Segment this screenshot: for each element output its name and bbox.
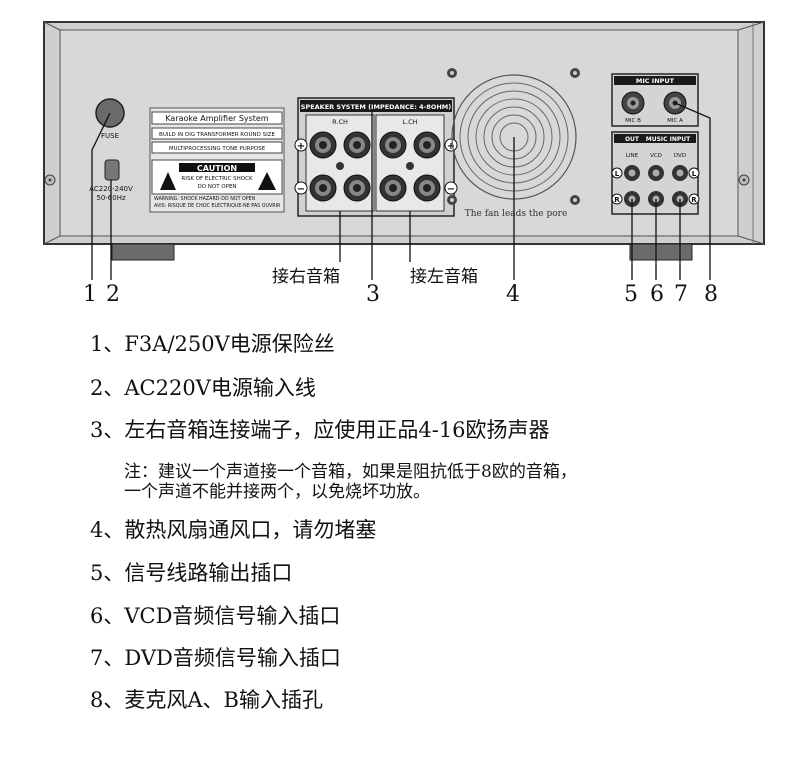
mic-a-label: MIC A	[667, 118, 683, 124]
info-plate-line-2: MULTIPROCESSING TONE PURPOSE	[169, 146, 266, 152]
callout-2: 2	[106, 282, 120, 307]
shock-warning-icon	[160, 172, 176, 190]
info-plate-title: Karaoke Amplifier System	[165, 114, 269, 123]
speaker-system-title: SPEAKER SYSTEM (IMPEDANCE: 4-8OHM)	[301, 103, 452, 111]
minus-mark-left: −	[297, 184, 305, 195]
note-line-2: 一个声道不能并接两个，以免烧坏功放。	[124, 482, 430, 502]
callout-4: 4	[506, 282, 520, 307]
exclamation-warning-icon	[258, 172, 276, 190]
line-label: LINE	[626, 153, 639, 159]
plus-mark-right: +	[447, 141, 455, 152]
callout-7: 7	[674, 282, 688, 307]
callout-1: 1	[83, 282, 97, 307]
l-mark-right: L	[692, 170, 697, 178]
legend-item-7: 7、DVD音频信号输入插口	[90, 646, 341, 670]
left-speaker-caption: 接左音箱	[410, 267, 478, 287]
speaker-rch-label: R.CH	[332, 118, 348, 126]
l-mark-left: L	[615, 170, 620, 178]
amplifier-rear-panel-diagram: FUSE AC220-240V 50-60Hz Karaoke Amplifie…	[43, 21, 765, 307]
music-input-label: MUSIC INPUT	[646, 136, 691, 143]
dvd-label: DVD	[674, 153, 686, 159]
out-label: OUT	[625, 136, 640, 143]
minus-mark-right: −	[447, 184, 455, 195]
info-plate: Karaoke Amplifier System BUILD IN DIG TR…	[149, 107, 285, 213]
right-speaker-caption: 接右音箱	[272, 267, 340, 287]
callout-8: 8	[704, 282, 718, 307]
foot-left	[111, 243, 175, 261]
vcd-label: VCD	[650, 153, 662, 159]
caution-line-1: RISK OF ELECTRIC SHOCK	[181, 176, 253, 182]
caution-line-2: DO NOT OPEN	[197, 184, 236, 190]
power-cord-grommet	[104, 159, 120, 181]
callout-6: 6	[650, 282, 664, 307]
legend-item-6: 6、VCD音频信号输入插口	[90, 604, 341, 628]
r-mark-left: R	[614, 196, 620, 204]
fuse-label: FUSE	[101, 132, 119, 140]
mic-input-title: MIC INPUT	[636, 77, 675, 85]
callout-leaders	[91, 102, 711, 280]
speaker-lch-label: L.CH	[402, 118, 417, 126]
mic-b-label: MIC B	[625, 118, 641, 124]
foot-right	[629, 243, 693, 261]
mic-input-block: MIC INPUT MIC B MIC A	[611, 73, 699, 127]
r-mark-right: R	[691, 196, 697, 204]
warning-line-2: AVIS: RISQUE DE CHOC ELECTRIQUE-NE PAS O…	[154, 203, 281, 209]
fan-grille: The fan leads the pore	[447, 68, 580, 219]
impedance-note: 注：建议一个声道接一个音箱，如果是阻抗低于8欧的音箱， 一个声道不能并接两个，以…	[124, 462, 764, 502]
speaker-binding-posts	[309, 131, 441, 202]
legend-item-4: 4、散热风扇通风口，请勿堵塞	[90, 518, 377, 542]
speaker-terminal-block: SPEAKER SYSTEM (IMPEDANCE: 4-8OHM) R.CH …	[294, 97, 458, 217]
legend-item-5: 5、信号线路输出插口	[90, 561, 293, 585]
caution-title: CAUTION	[197, 164, 237, 173]
note-line-1: 注：建议一个声道接一个音箱，如果是阻抗低于8欧的音箱，	[124, 462, 577, 482]
legend-item-3: 3、左右音箱连接端子，应使用正品4-16欧扬声器	[90, 418, 550, 442]
legend-item-2: 2、AC220V电源输入线	[90, 376, 316, 400]
info-plate-line-1: BUILD IN DIG TRANSFORMER ROUND SIZE	[159, 132, 275, 138]
callout-5: 5	[624, 282, 638, 307]
plus-mark-left: +	[297, 141, 305, 152]
warning-line-1: WARNING: SHOCK HAZARD-DO NOT OPEN	[154, 196, 256, 202]
fan-caption: The fan leads the pore	[465, 209, 568, 219]
music-input-block: OUT MUSIC INPUT LINE VCD DVD L R L R	[611, 131, 700, 215]
legend-item-8: 8、麦克风A、B输入插孔	[90, 688, 323, 712]
legend-item-1: 1、F3A/250V电源保险丝	[90, 332, 335, 356]
callout-3: 3	[366, 282, 380, 307]
